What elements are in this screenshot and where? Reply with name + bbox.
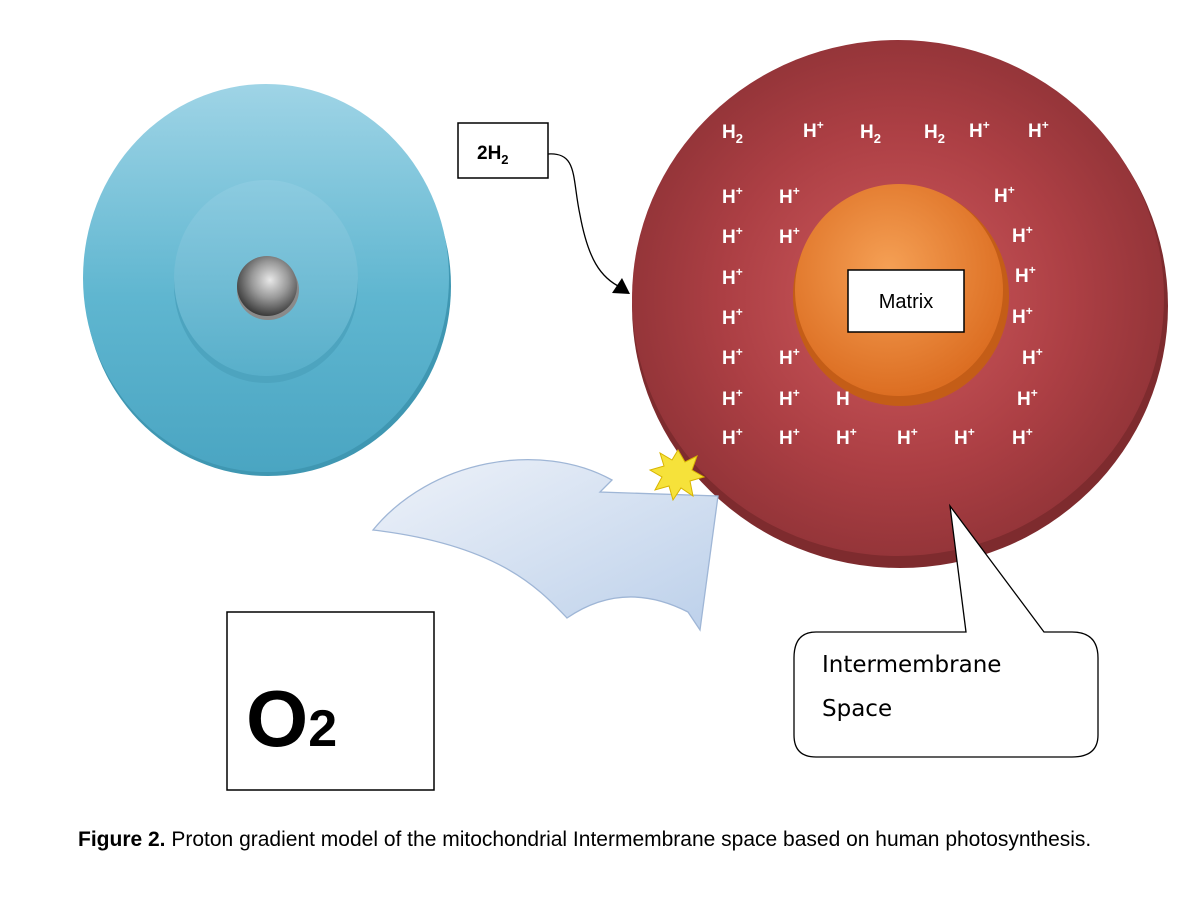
h-plus-symbol: H+ bbox=[969, 118, 990, 142]
figure-caption-text: Proton gradient model of the mitochondri… bbox=[165, 828, 1092, 851]
h-plus-symbol: H+ bbox=[1028, 118, 1049, 142]
intermembrane-label-line1: Intermembrane bbox=[822, 652, 1001, 678]
hydrogen-box-label: 2H bbox=[477, 143, 501, 164]
hydrogen-box-subscript: 2 bbox=[501, 152, 508, 167]
h-symbol: H bbox=[836, 389, 850, 410]
h-plus-symbol: H+ bbox=[897, 425, 918, 449]
h-plus-symbol: H+ bbox=[779, 224, 800, 248]
h-plus-symbol: H+ bbox=[1015, 263, 1036, 287]
curved-arrow bbox=[371, 458, 719, 632]
h-plus-symbol: H+ bbox=[836, 425, 857, 449]
h-plus-symbol: H+ bbox=[1012, 425, 1033, 449]
h-plus-symbol: H+ bbox=[1012, 223, 1033, 247]
oxygen-subscript: 2 bbox=[308, 700, 337, 758]
h2-symbol: H2 bbox=[924, 122, 945, 146]
oxygen-box: O2 bbox=[226, 611, 435, 791]
spark-icon bbox=[648, 449, 706, 502]
black-ball-icon bbox=[237, 256, 299, 320]
figure-caption-label: Figure 2. bbox=[78, 828, 166, 851]
intermembrane-label-line2: Space bbox=[822, 696, 892, 722]
svg-text:O2: O2 bbox=[246, 674, 337, 763]
h-plus-symbol: H+ bbox=[954, 425, 975, 449]
h-plus-symbol: H+ bbox=[779, 425, 800, 449]
intermembrane-callout: Intermembrane Space bbox=[793, 503, 1099, 758]
h-plus-symbol: H+ bbox=[722, 224, 743, 248]
h-plus-symbol: H+ bbox=[803, 118, 824, 142]
h-plus-symbol: H+ bbox=[722, 184, 743, 208]
svg-text:2H2: 2H2 bbox=[477, 143, 509, 167]
h2-symbol: H2 bbox=[722, 122, 743, 146]
hydrogen-box: 2H2 bbox=[457, 122, 549, 179]
h-plus-symbol: H+ bbox=[1022, 345, 1043, 369]
h-plus-symbol: H+ bbox=[1012, 304, 1033, 328]
figure-caption: Figure 2. Proton gradient model of the m… bbox=[78, 828, 1138, 852]
h-plus-symbol: H+ bbox=[1017, 386, 1038, 410]
h-plus-symbol: H+ bbox=[722, 305, 743, 329]
connector-arrow bbox=[547, 153, 630, 294]
h-plus-symbol: H+ bbox=[722, 265, 743, 289]
h-plus-symbol: H+ bbox=[722, 386, 743, 410]
matrix-label-box: Matrix bbox=[847, 269, 965, 333]
matrix-label: Matrix bbox=[879, 291, 933, 313]
h-plus-symbol: H+ bbox=[722, 345, 743, 369]
h-plus-symbol: H+ bbox=[779, 345, 800, 369]
h-plus-symbol: H+ bbox=[779, 386, 800, 410]
h-plus-symbol: H+ bbox=[779, 184, 800, 208]
oxygen-label: O bbox=[246, 674, 308, 763]
h2-symbol: H2 bbox=[860, 122, 881, 146]
h-plus-symbol: H+ bbox=[722, 425, 743, 449]
h-plus-symbol: H+ bbox=[994, 183, 1015, 207]
